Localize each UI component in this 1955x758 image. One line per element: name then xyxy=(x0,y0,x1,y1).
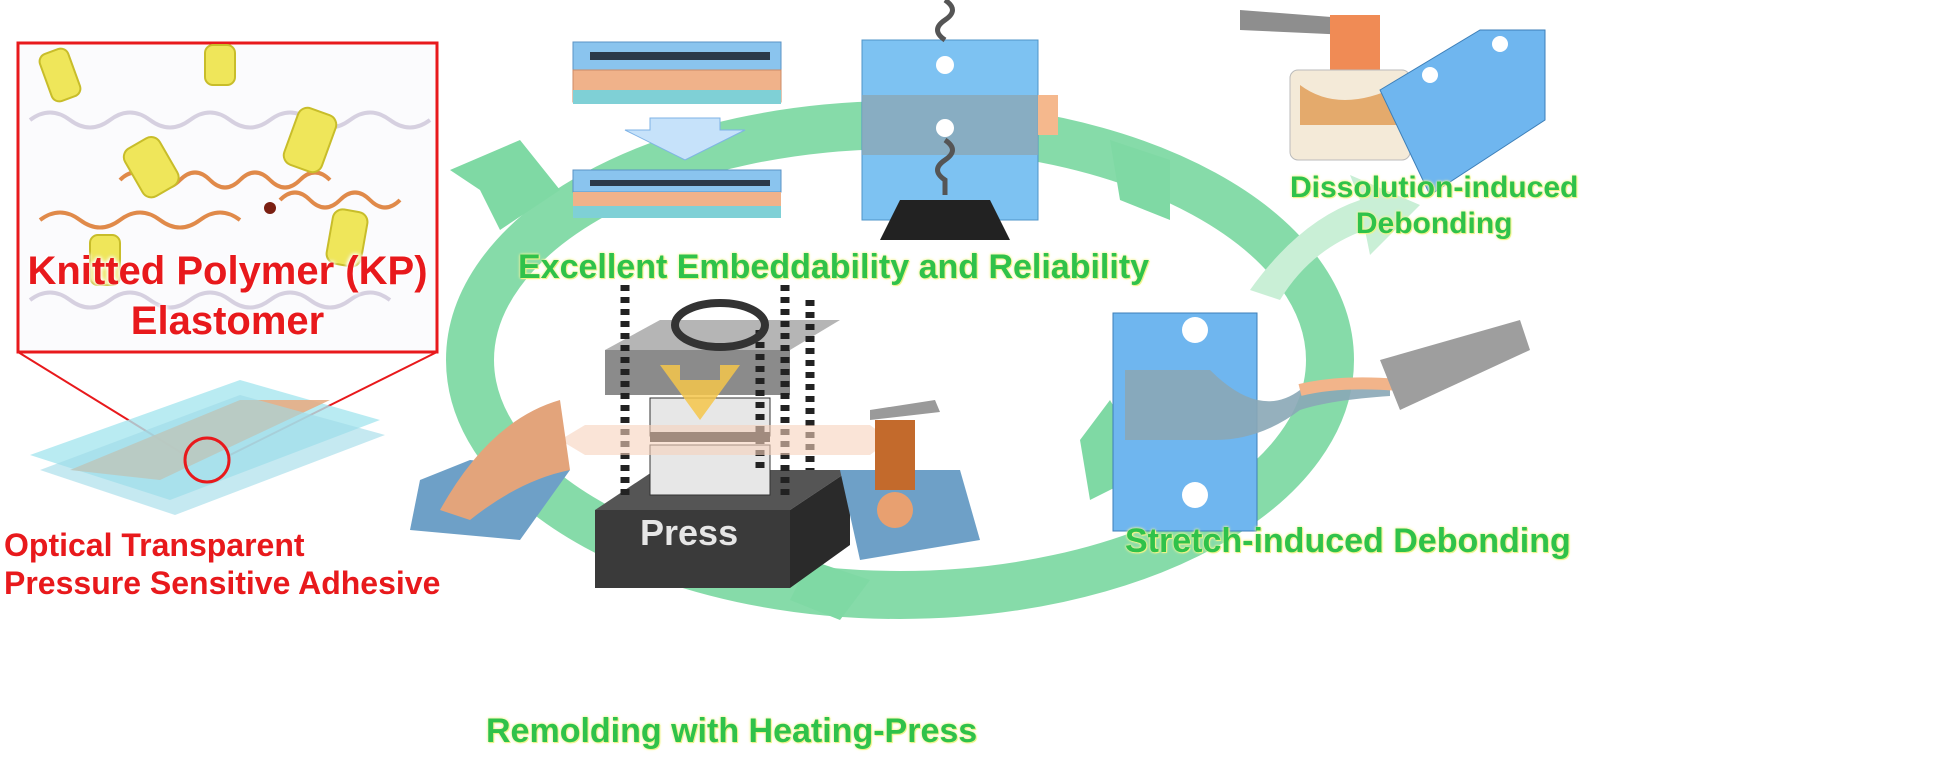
adhesive-label-line1: Optical Transparent xyxy=(4,527,305,563)
dissolution-arrow-icon xyxy=(1250,175,1420,300)
zoom-circle xyxy=(183,436,231,484)
kp-label-line2: Elastomer xyxy=(130,299,325,343)
embeddability-label: Excellent Embeddability and Reliability xyxy=(518,248,1150,286)
stretch-illustration xyxy=(1112,312,1530,532)
adhesive-film-illustration xyxy=(30,380,385,515)
remolding-label: Remolding with Heating-Press xyxy=(486,712,978,750)
kp-label-line1: Knitted Polymer (KP) xyxy=(27,249,428,293)
dissolution-label-line2: Debonding xyxy=(1355,207,1513,240)
kp-elastomer-label: Knitted Polymer (KP) Elastomer xyxy=(18,246,437,346)
polymer-chains xyxy=(28,110,432,310)
embedding-layers-illustration xyxy=(572,41,782,218)
dissolution-debonding-label: Dissolution-induced Debonding xyxy=(1290,170,1578,242)
adhesive-label: Optical Transparent Pressure Sensitive A… xyxy=(4,526,440,602)
heating-press-illustration xyxy=(410,285,980,588)
dissolution-illustration xyxy=(1240,10,1546,196)
dissolution-label-line1: Dissolution-induced xyxy=(1290,171,1579,204)
reliability-test-illustration xyxy=(861,0,1058,240)
press-label: Press xyxy=(640,512,739,553)
crosslink-dot xyxy=(264,202,276,214)
ring-molecule-icons xyxy=(38,44,369,286)
stretch-debonding-label: Stretch-induced Debonding xyxy=(1125,522,1571,560)
adhesive-label-line2: Pressure Sensitive Adhesive xyxy=(4,565,441,601)
